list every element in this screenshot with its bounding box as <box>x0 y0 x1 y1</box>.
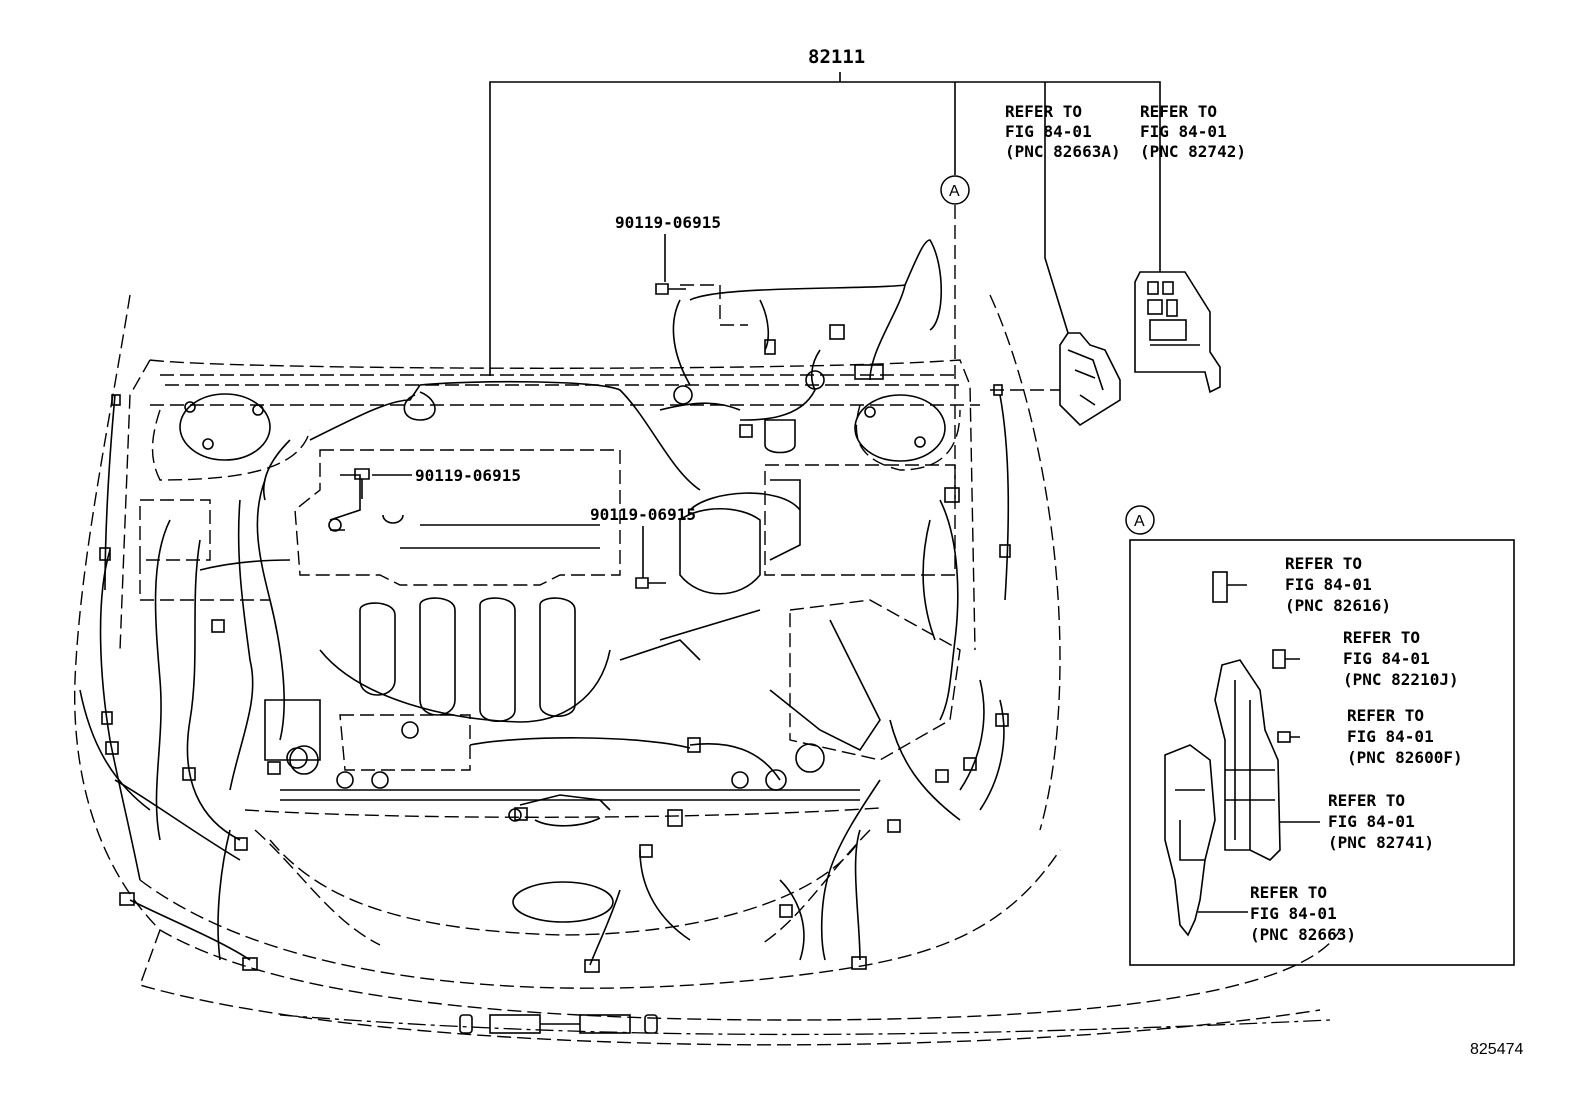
fuse-box-part <box>1134 271 1221 394</box>
top-ref-1: REFER TO FIG 84-01 (PNC 82663A) <box>1005 102 1121 334</box>
bolt-label-mid-text: 90119-06915 <box>415 466 521 485</box>
detail-ref-4-refer: REFER TO <box>1328 791 1405 810</box>
engine-block <box>244 699 881 818</box>
top-ref-2: REFER TO FIG 84-01 (PNC 82742) <box>1140 102 1246 272</box>
callout-a-detail-letter: A <box>1134 513 1145 530</box>
car-body-outline <box>73 294 1341 1046</box>
top-ref-1-fig: FIG 84-01 <box>1005 122 1092 141</box>
strut-tower-right <box>854 394 946 462</box>
air-cleaner <box>764 464 961 761</box>
engine-cover <box>294 449 621 586</box>
detail-ref-4-pnc: (PNC 82741) <box>1328 833 1434 852</box>
detail-ref-1: REFER TO FIG 84-01 (PNC 82616) <box>1285 554 1391 615</box>
top-ref-1-pnc: (PNC 82663A) <box>1005 142 1121 161</box>
detail-ref-2-refer: REFER TO <box>1343 628 1420 647</box>
front-bumper <box>459 1014 658 1034</box>
front-grille <box>254 794 871 946</box>
detail-ref-5: REFER TO FIG 84-01 (PNC 82663) <box>1250 883 1356 944</box>
detail-ref-1-pnc: (PNC 82616) <box>1285 596 1391 615</box>
detail-ref-2: REFER TO FIG 84-01 (PNC 82210J) <box>1343 628 1459 689</box>
detail-ref-2-pnc: (PNC 82210J) <box>1343 670 1459 689</box>
intake-manifold <box>319 597 691 749</box>
main-part-leader-lines <box>489 72 1161 500</box>
detail-ref-1-fig: FIG 84-01 <box>1285 575 1372 594</box>
detail-ref-4: REFER TO FIG 84-01 (PNC 82741) <box>1328 791 1434 852</box>
strut-tower-left <box>179 393 271 461</box>
bolt-label-mid: 90119-06915 <box>354 466 521 499</box>
detail-ref-3: REFER TO FIG 84-01 (PNC 82600F) <box>1347 706 1463 767</box>
top-ref-2-refer: REFER TO <box>1140 102 1217 121</box>
top-ref-2-pnc: (PNC 82742) <box>1140 142 1246 161</box>
detail-ref-3-fig: FIG 84-01 <box>1347 727 1434 746</box>
detail-ref-1-refer: REFER TO <box>1285 554 1362 573</box>
detail-ref-2-fig: FIG 84-01 <box>1343 649 1430 668</box>
callout-a-top-letter: A <box>949 183 960 200</box>
intake-duct <box>619 479 801 661</box>
relay-bracket-part <box>990 332 1121 427</box>
wire-harness <box>79 239 1010 966</box>
callout-a-top: A <box>940 175 970 205</box>
diagram-id: 825474 <box>1470 1041 1523 1058</box>
harness-connectors <box>99 324 1011 973</box>
top-ref-1-refer: REFER TO <box>1005 102 1082 121</box>
detail-ref-5-refer: REFER TO <box>1250 883 1327 902</box>
detail-ref-5-fig: FIG 84-01 <box>1250 904 1337 923</box>
bolt-label-right: 90119-06915 <box>590 505 696 589</box>
bolt-label-top-text: 90119-06915 <box>615 213 721 232</box>
top-ref-2-fig: FIG 84-01 <box>1140 122 1227 141</box>
bolt-label-top: 90119-06915 <box>615 213 721 295</box>
detail-ref-3-refer: REFER TO <box>1347 706 1424 725</box>
detail-box-a: A <box>1125 505 1515 966</box>
detail-ref-3-pnc: (PNC 82600F) <box>1347 748 1463 767</box>
bolt-label-right-text: 90119-06915 <box>590 505 696 524</box>
main-part-number-label: 82111 <box>808 46 865 68</box>
firewall-cowl <box>150 374 980 481</box>
detail-ref-5-pnc: (PNC 82663) <box>1250 925 1356 944</box>
detail-ref-4-fig: FIG 84-01 <box>1328 812 1415 831</box>
